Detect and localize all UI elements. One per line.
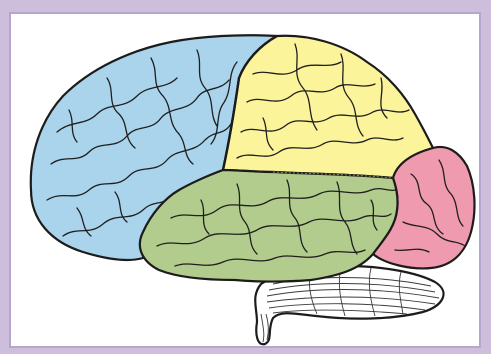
- parietal-lobe: [223, 36, 433, 178]
- brain-diagram: [11, 14, 481, 348]
- diagram-panel: [9, 12, 481, 348]
